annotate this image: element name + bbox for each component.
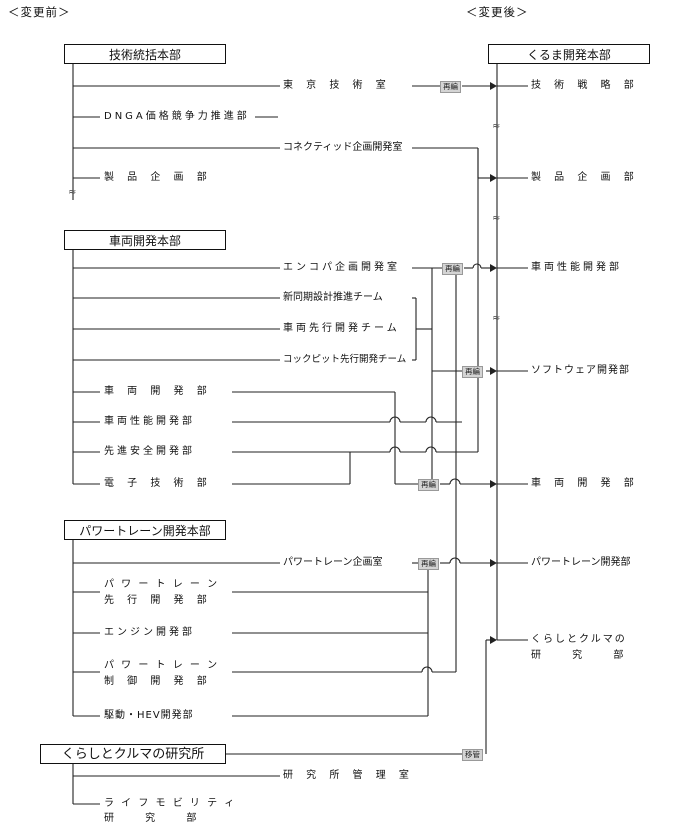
cockpit-team: コックピット先行開発チーム: [283, 354, 407, 365]
software-dept: ソフトウェア開発部: [531, 365, 630, 376]
pt-adv-dept-line2: 先 行 開 発 部: [104, 595, 212, 606]
lab-research-line2: 研 究 部: [531, 650, 638, 661]
tech-strategy-dept: 技 術 戦 略 部: [531, 80, 639, 91]
reorg-tag: 再編: [418, 479, 439, 491]
product-planning-dept-left: 製 品 企 画 部: [104, 172, 212, 183]
pt-adv-dept-line1: パ ワ ー ト レ ー ン: [104, 579, 220, 590]
tech-hq-box: 技術統括本部: [64, 44, 226, 64]
car-dev-hq-box: くるま開発本部: [488, 44, 650, 64]
before-header: ＜変更前＞: [8, 5, 71, 19]
drive-hev-dept: 駆動・HEV開発部: [104, 710, 194, 721]
break-mark: ≈: [492, 121, 501, 132]
vehicle-perf-dept-left: 車両性能開発部: [104, 416, 195, 427]
pt-control-dept-line2: 制 御 開 発 部: [104, 676, 212, 687]
break-mark: ≈: [68, 187, 77, 198]
powertrain-hq-box: パワートレーン開発本部: [64, 520, 226, 540]
electronics-dept: 電 子 技 術 部: [104, 478, 212, 489]
life-mobility-line2: 研 究 部: [104, 813, 211, 824]
lab-box: くらしとクルマの研究所: [40, 744, 226, 764]
transfer-tag: 移管: [462, 749, 483, 761]
dnga-dept: DNGA価格競争力推進部: [104, 111, 250, 122]
powertrain-planning-office: パワートレーン企画室: [283, 557, 383, 568]
break-mark: ≈: [492, 313, 501, 324]
vehicle-adv-team: 車両先行開発チーム: [283, 323, 400, 334]
reorg-tag: 再編: [440, 81, 461, 93]
break-mark: ≈: [492, 213, 501, 224]
reorg-tag: 再編: [462, 366, 483, 378]
vehicle-perf-dept-right: 車両性能開発部: [531, 262, 622, 273]
adv-safety-dept: 先進安全開発部: [104, 446, 195, 457]
product-planning-dept-right: 製 品 企 画 部: [531, 172, 639, 183]
powertrain-dept-right: パワートレーン開発部: [531, 557, 631, 568]
life-mobility-line1: ラ イ フ モ ビ リ テ ィ: [104, 798, 237, 809]
tokyo-tech-office: 東 京 技 術 室: [283, 80, 391, 91]
after-header: ＜変更後＞: [466, 5, 529, 19]
new-sync-team: 新同期設計推進チーム: [283, 292, 383, 303]
vehicle-hq-box: 車両開発本部: [64, 230, 226, 250]
connected-office: コネクティッド企画開発室: [283, 142, 403, 153]
vehicle-dev-dept-left: 車 両 開 発 部: [104, 386, 212, 397]
lab-admin-office: 研 究 所 管 理 室: [283, 770, 414, 781]
enkopa-office: エンコパ企画開発室: [283, 262, 400, 273]
engine-dept: エンジン開発部: [104, 627, 195, 638]
lab-research-line1: くらしとクルマの: [531, 634, 627, 645]
vehicle-dev-dept-right: 車 両 開 発 部: [531, 478, 639, 489]
reorg-tag: 再編: [418, 558, 439, 570]
reorg-tag: 再編: [442, 263, 463, 275]
pt-control-dept-line1: パ ワ ー ト レ ー ン: [104, 660, 220, 671]
